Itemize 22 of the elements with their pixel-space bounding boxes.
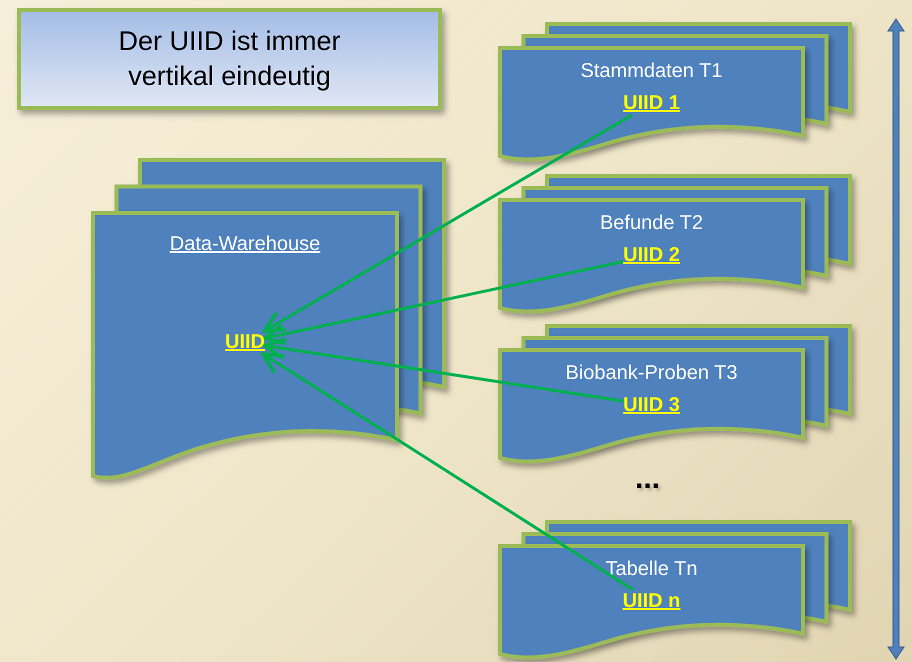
document-stack bbox=[500, 326, 850, 464]
document-stack bbox=[500, 24, 850, 162]
document-title: Stammdaten T1 bbox=[580, 60, 724, 83]
key-link: UIID 1 bbox=[623, 92, 680, 115]
arrow bbox=[263, 260, 624, 346]
key-link: UIID 2 bbox=[623, 244, 680, 267]
document-title: Tabelle Tn bbox=[604, 558, 698, 581]
document-title: Befunde T2 bbox=[598, 212, 704, 235]
document-title: Data-Warehouse bbox=[168, 233, 322, 256]
document-stack bbox=[500, 522, 850, 660]
document-title: Biobank-Proben T3 bbox=[564, 362, 738, 385]
key-link: UIID bbox=[225, 331, 265, 354]
note-text: Der UIID ist immer vertikal eindeutig bbox=[118, 24, 342, 93]
arrow bbox=[263, 337, 624, 403]
key-link: UIID 3 bbox=[623, 394, 680, 417]
ellipsis-label: ... bbox=[635, 462, 660, 496]
note-box bbox=[17, 8, 442, 110]
arrow bbox=[261, 352, 634, 592]
arrow bbox=[262, 114, 633, 333]
key-link: UIID n bbox=[622, 590, 680, 613]
document-stack bbox=[500, 176, 850, 314]
document-stack bbox=[93, 160, 444, 482]
